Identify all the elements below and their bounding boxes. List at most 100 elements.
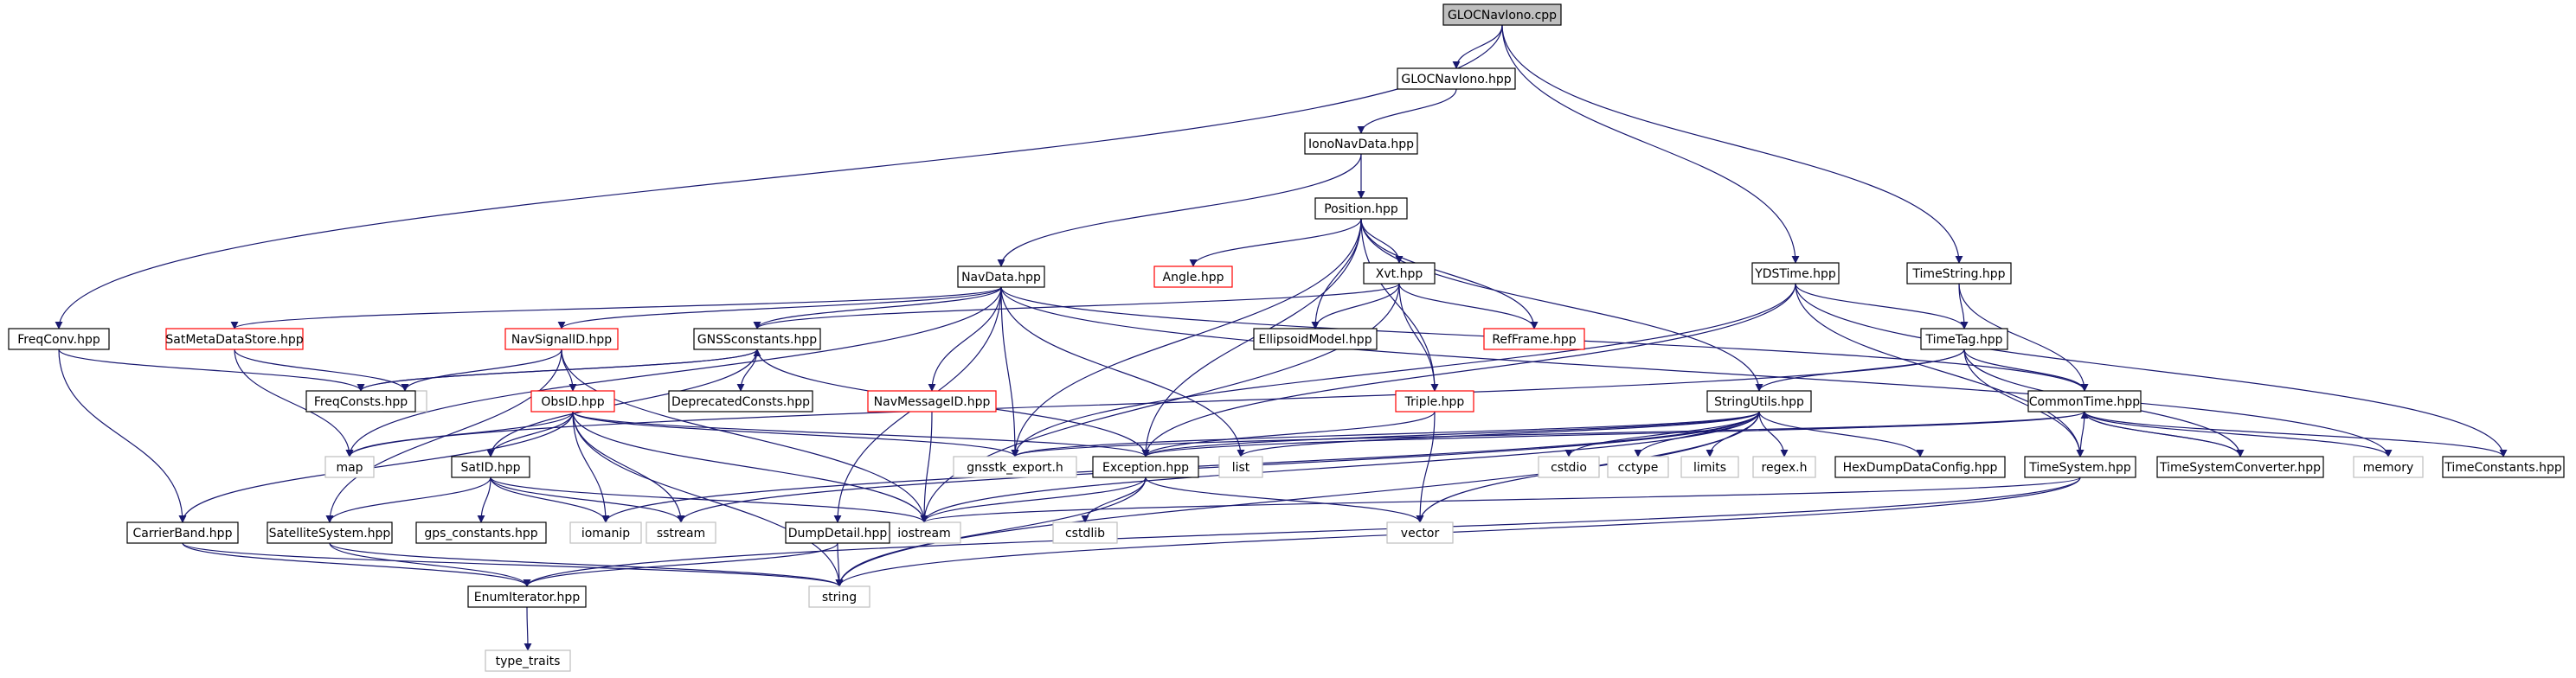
node-box <box>504 328 619 350</box>
node-list[interactable]: list <box>1218 456 1263 478</box>
node-satmetadatastore_hpp[interactable]: SatMetaDataStore.hpp <box>165 328 304 350</box>
node-iostream[interactable]: iostream <box>887 521 961 544</box>
node-limits[interactable]: limits <box>1680 456 1739 478</box>
edge-satid_hpp-to-iostream <box>490 477 928 523</box>
edge-satmetadatastore_hpp-to-set <box>234 349 409 392</box>
node-enumiterator_hpp[interactable]: EnumIterator.hpp <box>467 585 587 608</box>
node-xvt_hpp[interactable]: Xvt.hpp <box>1363 262 1436 285</box>
node-label: EllipsoidModel.hpp <box>1258 333 1372 347</box>
node-sstream[interactable]: sstream <box>646 521 716 544</box>
node-exception_hpp[interactable]: Exception.hpp <box>1092 456 1199 478</box>
node-freqconsts_hpp[interactable]: FreqConsts.hpp <box>305 390 416 413</box>
edge-ydstime_hpp-to-timetag_hpp <box>1795 283 1969 329</box>
node-label: TimeSystem.hpp <box>2028 461 2131 475</box>
edge-timestring_hpp-to-commontime_hpp <box>1958 283 2089 392</box>
node-label: NavSignalID.hpp <box>511 333 612 347</box>
node-refframe_hpp[interactable]: RefFrame.hpp <box>1483 328 1585 350</box>
node-gps_constants_hpp[interactable]: gps_constants.hpp <box>415 521 547 544</box>
edge-satmetadatastore_hpp-to-map <box>234 349 354 457</box>
edge-xvt_hpp-to-gnssconstants_hpp <box>753 283 1400 329</box>
node-glocnaviono_cpp[interactable]: GLOCNavIono.cpp <box>1442 3 1562 26</box>
node-box <box>165 328 304 350</box>
node-box <box>646 521 716 544</box>
node-box <box>1706 390 1812 413</box>
node-box <box>1751 262 1840 285</box>
edge-navdata_hpp-to-list <box>1000 286 1245 457</box>
node-stringutils_hpp[interactable]: StringUtils.hpp <box>1706 390 1812 413</box>
edge-navdata_hpp-to-satmetadatastore_hpp <box>230 286 1002 329</box>
node-memory[interactable]: memory <box>2353 456 2424 478</box>
node-deprecatedconsts_hpp[interactable]: DeprecatedConsts.hpp <box>668 390 813 413</box>
node-label: cctype <box>1618 461 1659 475</box>
node-hexdumpdataconfig_hpp[interactable]: HexDumpDataConfig.hpp <box>1834 456 2006 478</box>
node-label: limits <box>1693 461 1726 475</box>
edge-obsid_hpp-to-iostream <box>572 411 928 523</box>
edge-ydstime_hpp-to-exception_hpp <box>1141 283 1796 457</box>
edge-ydstime_hpp-to-timesystem_hpp <box>1795 283 2085 457</box>
node-timetag_hpp[interactable]: TimeTag.hpp <box>1920 328 2008 350</box>
node-box <box>1680 456 1739 478</box>
node-regex_h[interactable]: regex.h <box>1752 456 1816 478</box>
node-ellipsoidmodel_hpp[interactable]: EllipsoidModel.hpp <box>1253 328 1378 350</box>
node-position_hpp[interactable]: Position.hpp <box>1314 197 1408 220</box>
edge-stringutils_hpp-to-exception_hpp <box>1141 411 1760 457</box>
node-map[interactable]: map <box>324 456 375 478</box>
node-navsignalid_hpp[interactable]: NavSignalID.hpp <box>504 328 619 350</box>
node-label: type_traits <box>496 655 561 668</box>
node-satid_hpp[interactable]: SatID.hpp <box>451 456 530 478</box>
node-timeconstants_hpp[interactable]: TimeConstants.hpp <box>2442 456 2565 478</box>
edge-stringutils_hpp-to-gnsstk_export_h <box>1011 411 1760 457</box>
edge-navsignalid_hpp-to-set <box>401 349 562 392</box>
node-gnssconstants_hpp[interactable]: GNSSconstants.hpp <box>693 328 821 350</box>
edge-position_hpp-to-gnsstk_export_h <box>1011 218 1362 457</box>
node-carrierband_hpp[interactable]: CarrierBand.hpp <box>126 521 239 544</box>
node-cstdio[interactable]: cstdio <box>1538 456 1600 478</box>
node-box <box>305 390 416 413</box>
node-box <box>1607 456 1669 478</box>
edge-navdata_hpp-to-memory <box>1000 286 2393 457</box>
node-glocnaviono_hpp[interactable]: GLOCNavIono.hpp <box>1397 67 1516 90</box>
node-cstdlib[interactable]: cstdlib <box>1052 521 1118 544</box>
node-box <box>953 456 1077 478</box>
node-box <box>1386 521 1454 544</box>
node-timesystemconverter_hpp[interactable]: TimeSystemConverter.hpp <box>2156 456 2324 478</box>
node-iomanip[interactable]: iomanip <box>569 521 642 544</box>
node-box <box>8 328 110 350</box>
node-label: YDSTime.hpp <box>1754 267 1836 281</box>
node-type_traits[interactable]: type_traits <box>485 649 571 672</box>
node-box <box>1363 262 1436 285</box>
node-ydstime_hpp[interactable]: YDSTime.hpp <box>1751 262 1840 285</box>
node-iononavdata_hpp[interactable]: IonoNavData.hpp <box>1304 132 1418 155</box>
node-box <box>1218 456 1263 478</box>
edge-satellitesystem_hpp-to-enumiterator_hpp <box>329 542 531 587</box>
node-label: regex.h <box>1762 461 1808 475</box>
node-navmessageid_hpp[interactable]: NavMessageID.hpp <box>867 390 997 413</box>
node-freqconv_hpp[interactable]: FreqConv.hpp <box>8 328 110 350</box>
node-dumpdetail_hpp[interactable]: DumpDetail.hpp <box>785 521 890 544</box>
edge-iononavdata_hpp-to-navdata_hpp <box>997 153 1362 267</box>
node-box <box>2024 456 2136 478</box>
node-box <box>267 521 393 544</box>
node-box <box>324 456 375 478</box>
node-box <box>1253 328 1378 350</box>
node-gnsstk_export_h[interactable]: gnsstk_export.h <box>953 456 1077 478</box>
edge-exception_hpp-to-string <box>835 477 1147 587</box>
node-timestring_hpp[interactable]: TimeString.hpp <box>1906 262 2012 285</box>
node-triple_hpp[interactable]: Triple.hpp <box>1395 390 1474 413</box>
edge-position_hpp-to-refframe_hpp <box>1360 218 1539 329</box>
node-label: FreqConv.hpp <box>17 333 100 347</box>
node-cctype[interactable]: cctype <box>1607 456 1669 478</box>
node-navdata_hpp[interactable]: NavData.hpp <box>957 265 1045 288</box>
node-vector[interactable]: vector <box>1386 521 1454 544</box>
node-angle_hpp[interactable]: Angle.hpp <box>1153 265 1233 288</box>
edge-glocnaviono_cpp-to-ydstime_hpp <box>1501 24 1800 264</box>
node-box <box>1304 132 1418 155</box>
node-string[interactable]: string <box>808 585 870 608</box>
node-box <box>1906 262 2012 285</box>
node-satellitesystem_hpp[interactable]: SatelliteSystem.hpp <box>267 521 393 544</box>
node-commontime_hpp[interactable]: CommonTime.hpp <box>2027 390 2142 413</box>
node-obsid_hpp[interactable]: ObsID.hpp <box>530 390 615 413</box>
edge-position_hpp-to-stringutils_hpp <box>1360 218 1763 392</box>
node-timesystem_hpp[interactable]: TimeSystem.hpp <box>2024 456 2136 478</box>
